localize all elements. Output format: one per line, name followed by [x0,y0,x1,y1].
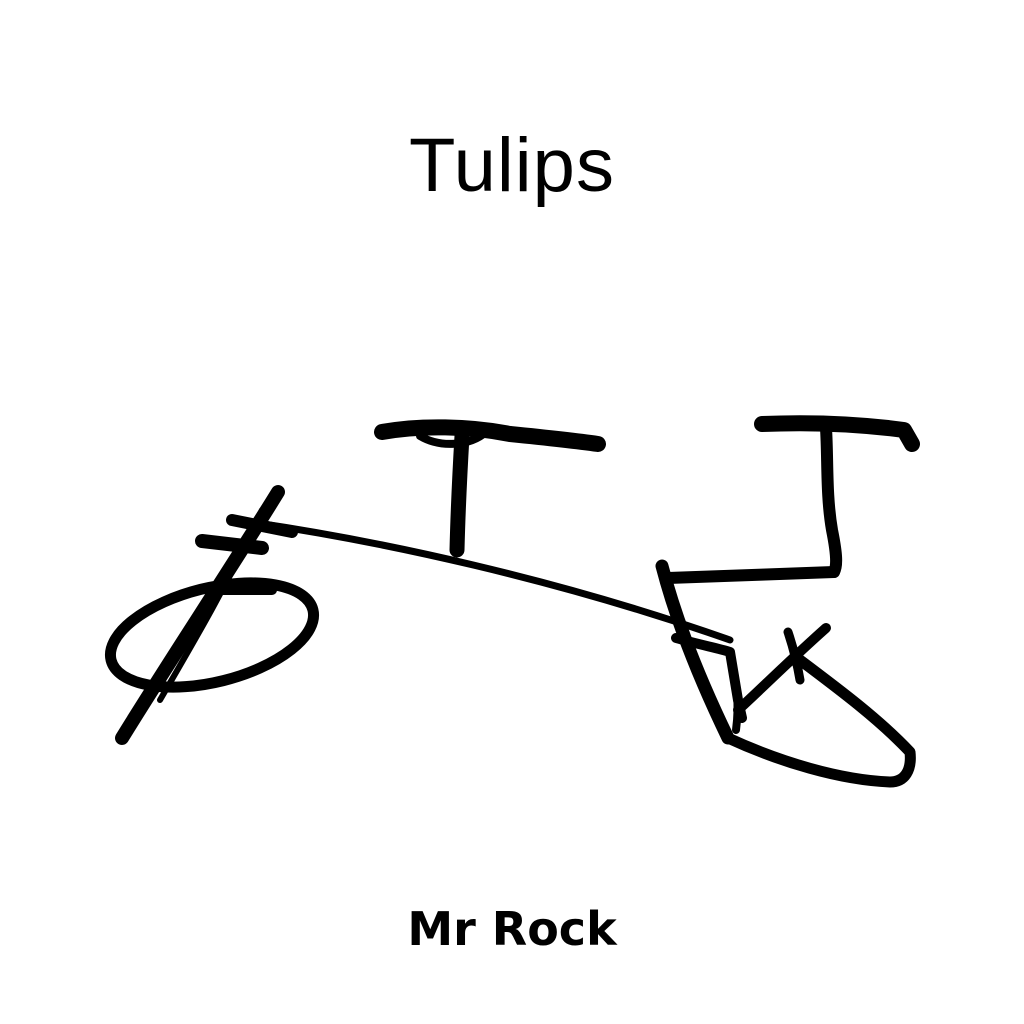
artist-name: Mr Rock [407,902,617,956]
front-inner-stroke [726,648,742,734]
rear-wheel-stroke [104,577,320,693]
front-fork-stroke [655,559,735,745]
handlebar-top-stroke [754,415,920,452]
seat-curl-stroke [416,428,490,448]
rear-fork-thin-stroke [157,507,265,703]
bicycle-strokes [104,415,920,788]
front-spoke-2-stroke [783,627,805,685]
frame-top-stroke [226,514,298,538]
handlebar-arm-stroke [662,566,840,584]
main-frame-stroke [232,516,734,644]
handlebar-stem-stroke [820,422,843,578]
front-spoke-stroke [733,623,831,715]
rear-crossbar-stroke [195,534,269,555]
seat-top-stroke [374,419,606,452]
front-wheel-loop-stroke [722,654,916,788]
seat-post-stroke [449,428,470,558]
album-title: Tulips [409,123,615,208]
